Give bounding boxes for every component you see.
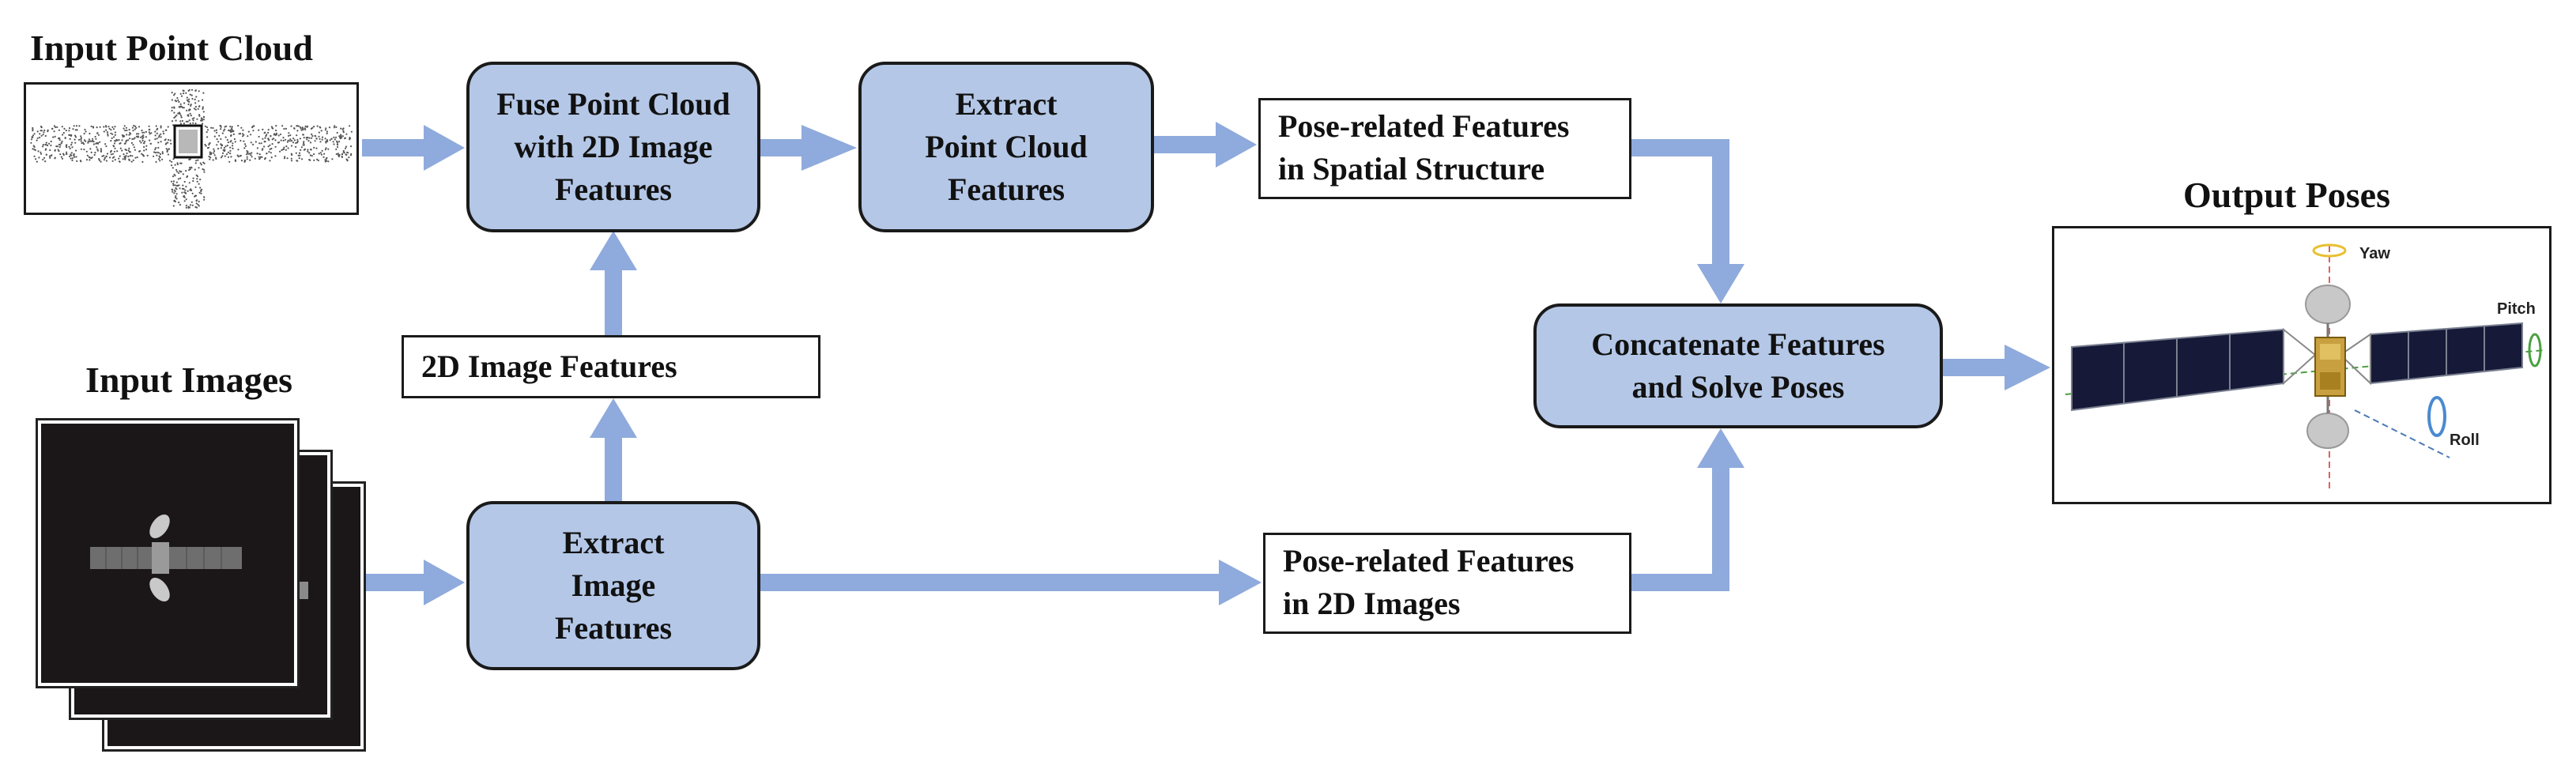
arrow-spatial-to-concat [1631,139,1729,156]
fuse-features-box: Fuse Point Cloud with 2D Image Features [466,62,760,232]
arrow-pose2d-to-concat-vertical [1712,466,1729,591]
pose-spatial-features-box: Pose-related Features in Spatial Structu… [1258,98,1631,199]
arrow-images-to-extract-img-head [424,560,465,605]
arrow-concat-to-output-head [2005,345,2050,390]
arrow-pointcloud-to-fuse-head [424,125,465,171]
arrow-pointcloud-to-fuse [362,139,425,156]
satellite-pose-icon: Yaw Pitch Roll [2065,243,2545,492]
pose-2d-features-box: Pose-related Features in 2D Images [1263,533,1631,634]
arrow-pose2d-to-concat [1631,574,1729,591]
arrow-pose2d-to-concat-head [1697,428,1744,468]
arrow-imgfeat-to-fuse-head [590,231,637,270]
yaw-label: Yaw [2359,245,2390,262]
arrow-concat-to-output [1943,359,2006,376]
arrow-extract-img-to-pose2d-head [1219,560,1262,605]
concatenate-features-box: Concatenate Features and Solve Poses [1533,303,1943,428]
arrow-extract-pc-to-spatial [1154,136,1217,153]
arrow-extract-pc-to-spatial-head [1216,122,1257,168]
arrow-spatial-to-concat-head [1697,264,1744,303]
arrow-fuse-to-extract-pc-head [801,125,857,171]
input-point-cloud-image [24,82,359,215]
extract-point-cloud-features-box: Extract Point Cloud Features [858,62,1154,232]
arrow-imgfeat-to-fuse [605,269,622,335]
arrow-fuse-to-extract-pc [760,139,803,156]
input-images-heading: Input Images [85,360,293,400]
satellite-render-icon [90,514,242,602]
arrow-images-to-extract-img [364,574,425,591]
extract-image-features-box: Extract Image Features [466,501,760,670]
input-image-frame-1 [38,420,297,686]
pitch-label: Pitch [2497,300,2536,318]
arrow-extract-img-to-imgfeat-head [590,398,637,438]
input-point-cloud-heading: Input Point Cloud [30,28,313,68]
arrow-extract-img-to-imgfeat [605,436,622,501]
roll-label: Roll [2450,432,2480,449]
output-poses-image: Yaw Pitch Roll [2052,226,2551,504]
arrow-extract-img-to-pose2d [759,574,1220,591]
output-poses-heading: Output Poses [2183,175,2390,215]
arrow-spatial-to-concat-vertical [1712,139,1729,266]
image-features-box: 2D Image Features [402,335,820,398]
